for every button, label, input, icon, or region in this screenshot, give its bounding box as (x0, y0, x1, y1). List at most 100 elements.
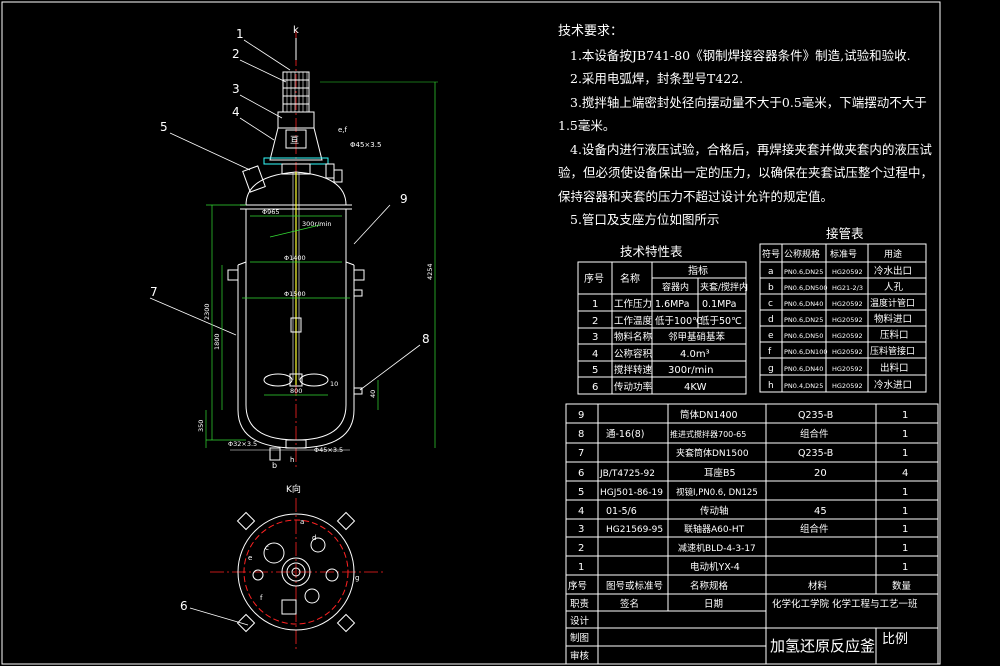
pt-r6-mat: 20 (814, 468, 827, 479)
pt-r2-qty: 1 (902, 543, 908, 554)
plan-label-c: c (265, 544, 269, 552)
tech-r1-b: 0.1MPa (702, 299, 736, 310)
tb-date: 日期 (704, 599, 723, 610)
pt-h-name: 名称规格 (690, 580, 729, 592)
pt-r7-name: 夹套筒体DN1500 (676, 447, 749, 459)
tb-sign: 签名 (620, 598, 639, 610)
dim-left-1800: 1800 (213, 333, 221, 350)
sheet-border (1, 1, 941, 665)
tech-r2-name: 工作温度 (614, 315, 653, 327)
part-no-4: 4 (232, 105, 240, 119)
pt-r7-qty: 1 (902, 448, 908, 459)
dim-10: 10 (330, 380, 338, 388)
tech-r6-no: 6 (592, 382, 598, 393)
dim-965: Φ965 (262, 208, 280, 216)
nz-r5-use: 压料口 (880, 329, 909, 341)
nz-r6-std: HG20592 (832, 348, 863, 356)
nz-r3-use: 温度计管口 (870, 297, 915, 309)
parts-list: 9 筒体DN1400 Q235-B 1 8 通-16(8) 推进式搅拌器700-… (565, 403, 939, 595)
pt-r4-qty: 1 (902, 506, 908, 517)
nz-r4-spec: PN0.6,DN25 (784, 316, 823, 324)
nz-r2-std: HG21-2/3 (832, 284, 863, 292)
part-no-1: 1 (236, 27, 244, 41)
nz-r1-use: 冷水出口 (874, 265, 912, 277)
pt-r4-name: 传动轴 (700, 505, 729, 517)
tech-r6-a: 4KW (684, 382, 707, 393)
tech-r2-no: 2 (592, 316, 598, 327)
nz-r7-use: 出料口 (880, 362, 909, 374)
nz-r2-use: 人孔 (884, 282, 904, 293)
requirement-2: 2.采用电弧焊，封条型号T422. (570, 71, 744, 86)
tech-r4-no: 4 (592, 349, 598, 360)
pt-h-qty: 数量 (892, 580, 912, 592)
tech-r2-b: 低于50℃ (700, 315, 742, 327)
pt-r8-qty: 1 (902, 429, 908, 440)
nozzle-table: 接管表 符号 公称规格 标准号 用途 a PN0.6,DN25 HG20592 … (759, 226, 927, 393)
tech-r1-a: 1.6MPa (655, 299, 689, 310)
dim-40: 40 (369, 390, 377, 398)
support-lug-left (227, 269, 239, 281)
plan-label-g: g (355, 574, 359, 582)
tb-scale: 比例 (882, 632, 908, 647)
pt-r7-no: 7 (578, 448, 584, 459)
pt-r6-name: 耳座B5 (704, 467, 736, 479)
plan-label-d: d (312, 534, 316, 542)
nz-r1-spec: PN0.6,DN25 (784, 268, 823, 276)
pt-r2-no: 2 (578, 543, 584, 554)
tb-design: 设计 (570, 615, 590, 627)
dim-inner-diameter: Φ1400 (284, 254, 306, 262)
nz-r4-std: HG20592 (832, 316, 863, 324)
tech-r5-a: 300r/min (668, 365, 713, 376)
nz-r3-sym: c (768, 299, 773, 309)
impeller (263, 373, 329, 387)
dim-left-2300: 2300 (203, 303, 211, 320)
nz-r1-std: HG20592 (832, 268, 863, 276)
tech-h-no: 序号 (584, 272, 604, 285)
pt-r3-name: 联轴器A60-HT (684, 523, 745, 535)
tech-h-name: 名称 (620, 272, 640, 285)
tech-r4-name: 公称容积 (614, 348, 653, 360)
tech-h-in: 容器内 (662, 281, 689, 293)
nz-r4-sym: d (768, 315, 774, 325)
dim-speed: 300r/min (302, 220, 332, 228)
nz-h-sym: 符号 (762, 248, 780, 260)
nz-r5-std: HG20592 (832, 332, 863, 340)
nz-r5-spec: PN0.6,DN50 (784, 332, 823, 340)
pt-r4-mat: 45 (814, 506, 827, 517)
requirement-5: 5.管口及支座方位如图所示 (570, 212, 720, 227)
tb-check: 审核 (570, 650, 590, 662)
dim-impeller: 800 (290, 387, 302, 395)
dim-bottom-nozzle: Φ45×3.5 (314, 446, 343, 454)
nozzle-label-h: h (290, 456, 294, 464)
tech-r5-name: 搅拌转速 (614, 364, 653, 376)
pt-r8-no: 8 (578, 429, 584, 440)
plan-label-e: e (248, 554, 252, 562)
nz-r2-spec: PN0.6,DN500 (784, 284, 827, 292)
reactor-front-view: k 亘 1 2 3 (149, 25, 438, 470)
nz-r2-sym: b (768, 283, 774, 293)
svg-text:亘: 亘 (290, 135, 299, 146)
part-no-8: 8 (422, 332, 430, 346)
pt-r5-std: HGJ501-86-19 (600, 488, 663, 498)
nz-r5-sym: e (768, 331, 774, 341)
nozzle-table-title: 接管表 (826, 226, 864, 241)
pt-h-no: 序号 (568, 580, 587, 592)
pt-r8-name: 推进式搅拌器700-65 (670, 429, 746, 439)
part-no-6: 6 (180, 599, 188, 613)
tb-role: 职责 (570, 598, 589, 610)
pt-r2-name: 减速机BLD-4-3-17 (678, 542, 756, 554)
tech-table-title: 技术特性表 (620, 244, 683, 259)
part-no-2: 2 (232, 47, 240, 61)
nz-r4-use: 物料进口 (874, 313, 912, 325)
pt-r1-no: 1 (578, 562, 584, 573)
requirement-4: 4.设备内进行液压试验，合格后，再焊接夹套并做夹套内的液压试验，但必须使设备保出… (558, 141, 934, 204)
nz-h-use: 用途 (884, 248, 902, 260)
tb-draw: 制图 (570, 632, 589, 644)
nz-r8-std: HG20592 (832, 382, 863, 390)
motor-stand (269, 127, 323, 161)
technical-requirements: 技术要求： 1.本设备按JB741-80《钢制焊接容器条件》制造,试验和验收. … (558, 20, 938, 232)
pt-r1-name: 电动机YX-4 (690, 561, 740, 573)
pt-r6-std: JB/T4725-92 (599, 469, 655, 479)
requirement-3: 3.搅拌轴上端密封处径向摆动量不大于0.5毫米，下端摆动不大于1.5毫米。 (558, 94, 927, 134)
